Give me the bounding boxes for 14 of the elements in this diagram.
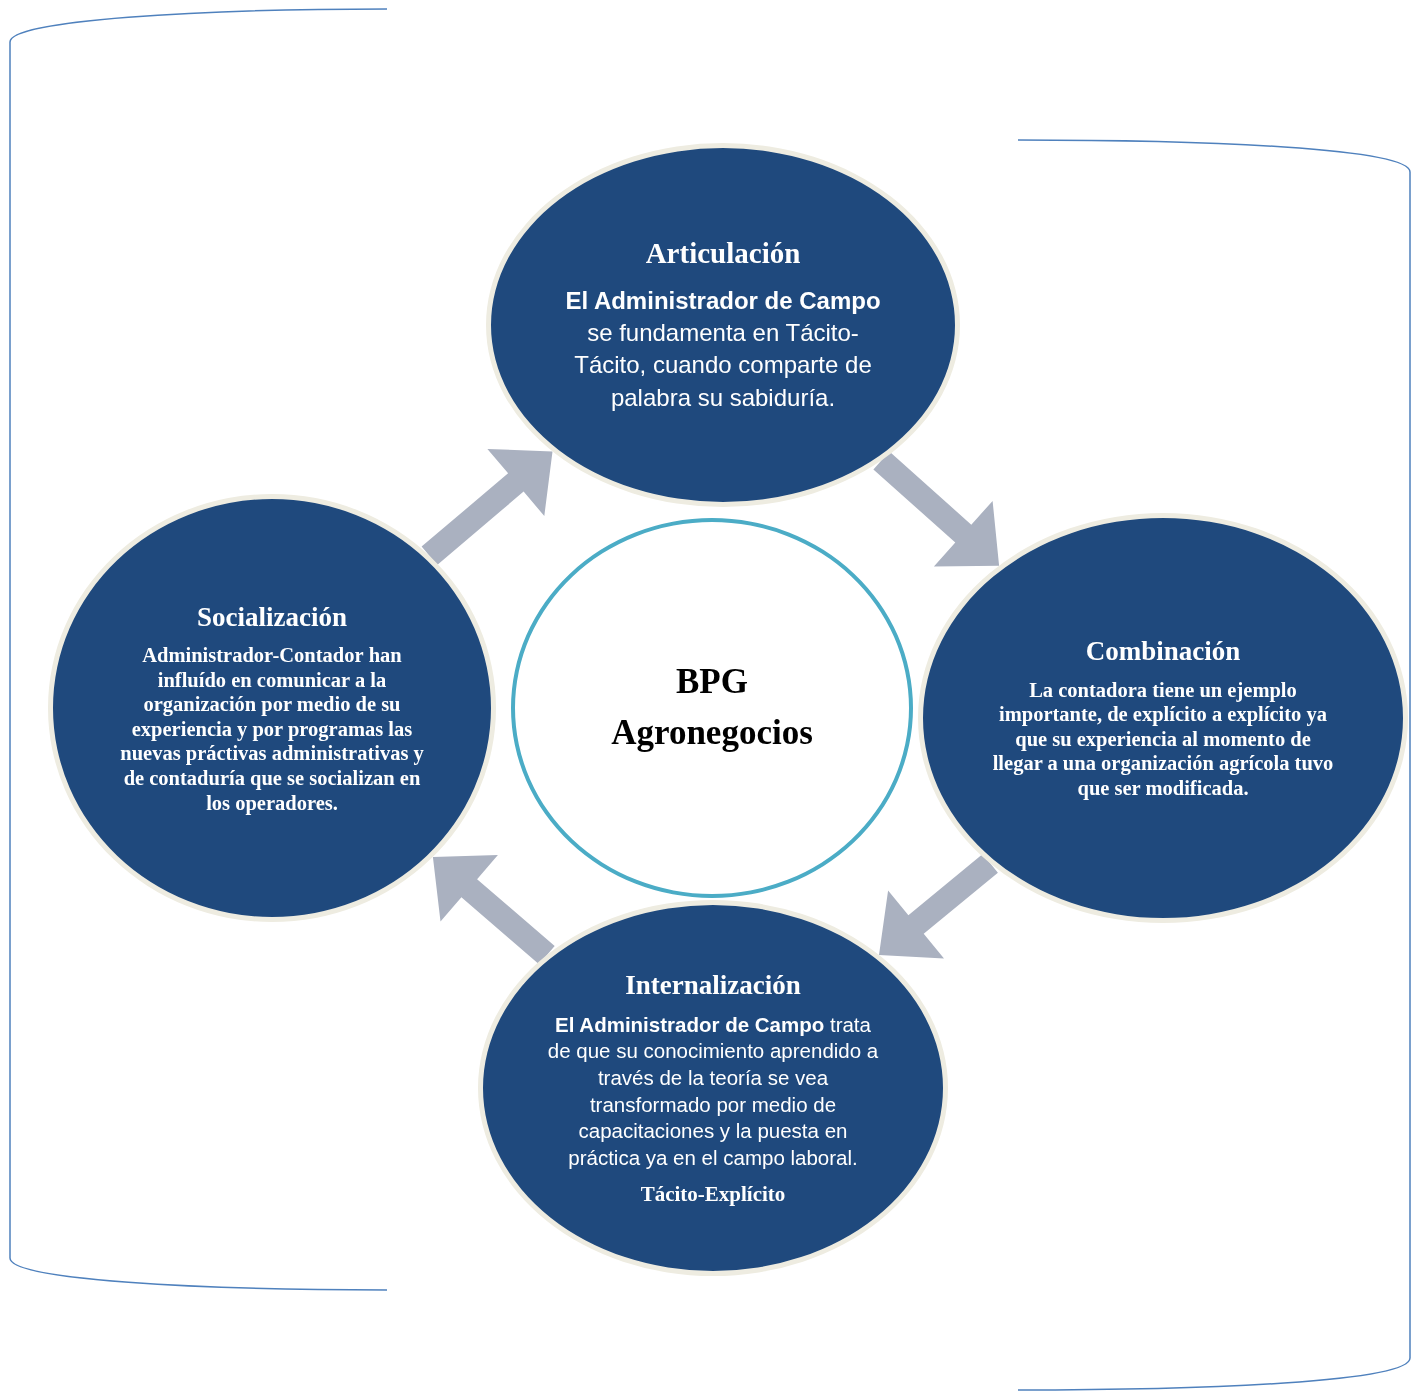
stage-description: El Administrador de Campo se fundamenta en Tácito-Tácito, cuando comparte de palabra su sabiduría. bbox=[564, 285, 882, 413]
stage-title: Socialización bbox=[197, 600, 347, 634]
stage-title: Combinación bbox=[1085, 635, 1241, 668]
block-arrow bbox=[421, 448, 553, 565]
stage-description: La contadora tiene un ejemplo importante, de explícito a explícito ya que su experiencia al momento de llegar a una organización agrícola tuvo que ser modificada. bbox=[991, 677, 1335, 801]
block-arrow bbox=[879, 854, 998, 959]
block-arrow bbox=[873, 451, 1000, 567]
center-title: BPG Agronegocios bbox=[610, 661, 814, 754]
block-arrow bbox=[432, 854, 555, 965]
stage-title: Articulación bbox=[645, 235, 801, 271]
stage-description: El Administrador de Campo trata de que su conocimiento aprendido a través de la teoría se vea transformado por medio de capacitaciones y la puesta en práctica ya en el campo laboral. bbox=[546, 1011, 880, 1171]
stage-title: Internalización bbox=[625, 969, 801, 1002]
stage-description: Administrador-Contador han influído en comunicar a la organización por medio de su experiencia y por programas las nuevas práctivas administrativas y de contaduría que se socializan en los operadores. bbox=[119, 643, 425, 816]
knowledge-type: Tácito-Explícito bbox=[640, 1181, 786, 1207]
